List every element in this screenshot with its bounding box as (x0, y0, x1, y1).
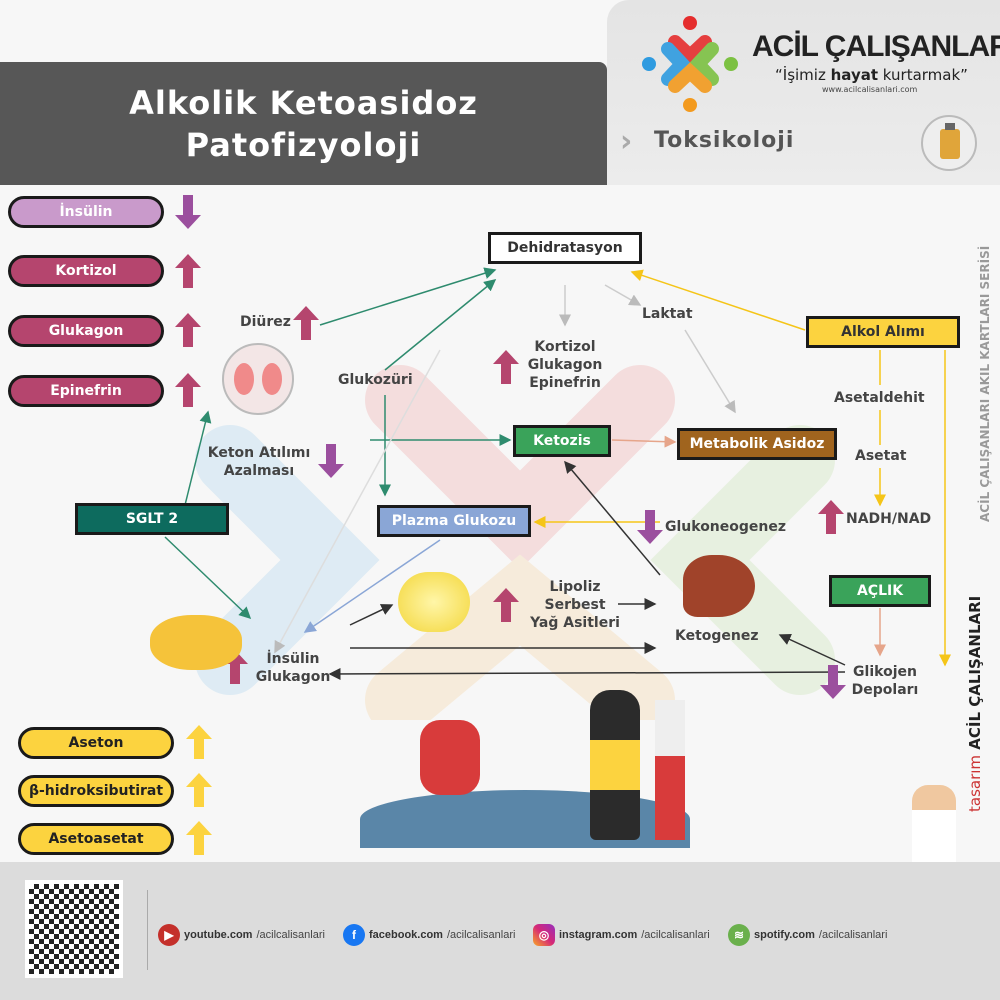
ketone-aseton: Aseton (18, 727, 174, 759)
category-label: Toksikoloji (654, 128, 795, 153)
fat-cells-icon (398, 572, 470, 632)
label-nadh-nad: NADH/NAD (846, 511, 932, 527)
social-spotify[interactable]: ≋spotify.com/acilcalisanlari (728, 924, 887, 946)
arrow-up-icon (186, 725, 212, 759)
arrow-up-icon (293, 306, 319, 340)
brand-url: www.acilcalisanlari.com (822, 85, 918, 94)
box-aclik: AÇLIK (829, 575, 931, 607)
design-credit: tasarım ACİL ÇALIŞANLARI (966, 595, 984, 812)
box-plazma-glukozu: Plazma Glukozu (377, 505, 531, 537)
social-instagram[interactable]: ◎instagram.com/acilcalisanlari (533, 924, 710, 946)
brand-name: ACİL ÇALIŞANLARI (752, 30, 1000, 63)
brand-slogan: “İşimiz hayat kurtarmak” (775, 66, 968, 84)
arrow-down-icon (318, 444, 344, 478)
label-asetaldehit: Asetaldehit (834, 390, 925, 406)
arrow-up-icon (186, 821, 212, 855)
label-glukozuri: Glukozüri (338, 372, 413, 388)
box-dehidratasyon: Dehidratasyon (488, 232, 642, 264)
arrow-up-icon (175, 313, 201, 347)
poison-bottle-icon (921, 115, 977, 171)
diagram-connectors (164, 267, 951, 680)
label-ketogenez: Ketogenez (675, 628, 759, 644)
series-label: ACİL ÇALIŞANLARI AKIL KARTLARI SERİSİ (978, 245, 992, 522)
label-diurez: Diürez (240, 314, 291, 330)
illustration-ground (360, 790, 690, 848)
illustration-drinking-man (655, 700, 685, 840)
illustration-bottle (590, 690, 640, 840)
hormone-kortizol: Kortizol (8, 255, 164, 287)
arrow-up-icon (175, 254, 201, 288)
hormone-insulin: İnsülin (8, 196, 164, 228)
box-sglt2: SGLT 2 (75, 503, 229, 535)
brand-logo (642, 16, 738, 112)
qr-code[interactable] (25, 880, 123, 978)
spotify-icon: ≋ (728, 924, 750, 946)
chevron-right-icon: › (620, 124, 633, 159)
arrow-up-icon (493, 350, 519, 384)
box-ketozis: Ketozis (513, 425, 611, 457)
hormone-epinefrin: Epinefrin (8, 375, 164, 407)
arrow-down-icon (637, 510, 663, 544)
label-asetat: Asetat (855, 448, 907, 464)
arrow-up-icon (818, 500, 844, 534)
facebook-icon: f (343, 924, 365, 946)
footer-divider (147, 890, 148, 970)
label-laktat: Laktat (642, 306, 693, 322)
label-glukoneogenez: Glukoneogenez (665, 519, 787, 535)
title-banner (0, 62, 607, 185)
kidney-icon (222, 343, 294, 415)
arrow-down-icon (820, 665, 846, 699)
social-youtube[interactable]: ▶youtube.com/acilcalisanlari (158, 924, 325, 946)
instagram-icon: ◎ (533, 924, 555, 946)
ketone-asetoasetat: Asetoasetat (18, 823, 174, 855)
ketone-bhb: β-hidroksibutirat (18, 775, 174, 807)
youtube-icon: ▶ (158, 924, 180, 946)
hormone-glukagon: Glukagon (8, 315, 164, 347)
arrow-up-icon (493, 588, 519, 622)
illustration-sitting-man (420, 720, 480, 795)
arrow-up-icon (175, 373, 201, 407)
box-alkol-alimi: Alkol Alımı (806, 316, 960, 348)
arrow-up-icon (186, 773, 212, 807)
pancreas-icon (150, 615, 242, 670)
arrow-down-icon (175, 195, 201, 229)
box-metabolik-asidoz: Metabolik Asidoz (677, 428, 837, 460)
liver-icon (683, 555, 755, 617)
